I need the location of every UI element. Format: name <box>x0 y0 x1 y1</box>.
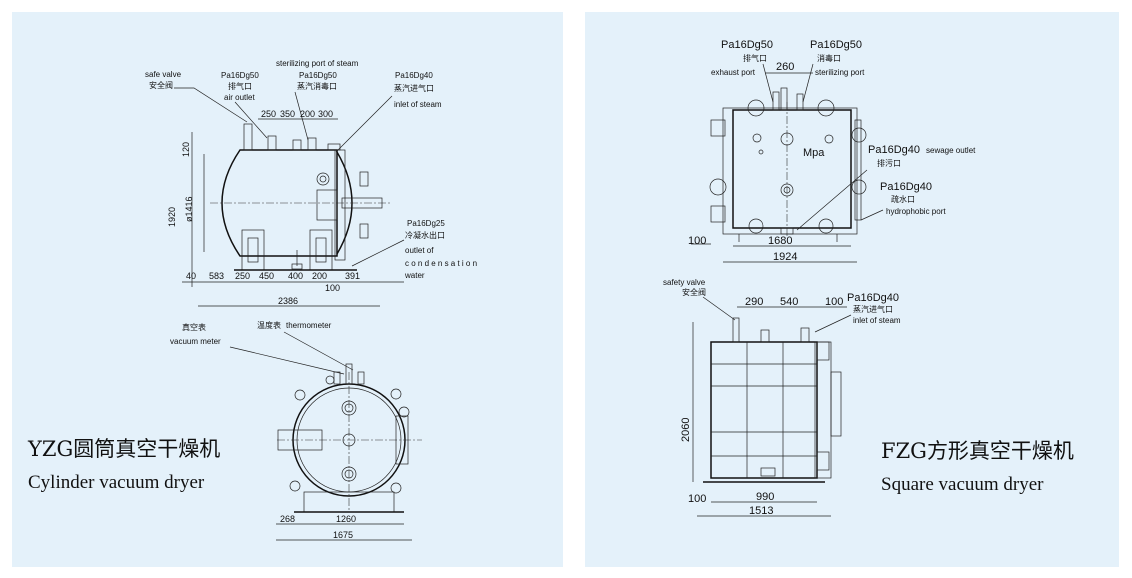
sewage-pa-label: Pa16Dg40 <box>868 144 920 156</box>
thermometer-cn-label: 温度表 <box>257 320 281 330</box>
cylinder-title-cn: YZG圆筒真空干燥机 <box>27 437 220 461</box>
condensate-pa-label: Pa16Dg25 <box>407 219 445 228</box>
dim-100-front: 100 <box>688 235 706 247</box>
sterilizing-port-label: sterilizing port of steam <box>276 59 359 68</box>
inlet-pa-label: Pa16Dg40 <box>847 292 899 304</box>
square-chamber <box>732 109 852 229</box>
dim-300: 300 <box>318 109 333 119</box>
safe-valve-cn-label: 安全阀 <box>149 80 173 90</box>
dim-100: 100 <box>325 283 340 293</box>
inlet-steam-label: inlet of steam <box>394 100 442 109</box>
dim-120: 120 <box>181 142 191 157</box>
air-outlet-label: air outlet <box>224 93 255 102</box>
exhaust-pa-label: Pa16Dg50 <box>221 71 259 80</box>
dim-1680: 1680 <box>768 235 792 247</box>
sterilizing-pa-label: Pa16Dg50 <box>810 39 862 51</box>
dim-250-bottom: 250 <box>235 271 250 281</box>
square-side-view <box>710 341 818 479</box>
dim-450: 450 <box>259 271 274 281</box>
dim-250-top: 250 <box>261 109 276 119</box>
dim-200-top: 200 <box>300 109 315 119</box>
drain-pa-label: Pa16Dg40 <box>880 181 932 193</box>
square-title-en: Square vacuum dryer <box>881 474 1044 495</box>
square-dryer-drawing: Pa16Dg50 排气口 exhaust port Pa16Dg50 消毒口 s… <box>663 39 1074 517</box>
dim-1513: 1513 <box>749 505 773 517</box>
safe-valve-label: safe valve <box>145 70 182 79</box>
condensation-label: c o n d e n s a t i o n <box>405 259 477 268</box>
cylinder-dryer-panel: safe valve 安全阀 Pa16Dg50 排气口 air outlet s… <box>12 12 563 567</box>
dim-100-bottom: 100 <box>688 493 706 505</box>
exhaust-cn-label: 排气口 <box>228 81 252 91</box>
square-dryer-panel: Pa16Dg50 排气口 exhaust port Pa16Dg50 消毒口 s… <box>585 12 1119 567</box>
inlet-steam-label: inlet of steam <box>853 316 901 325</box>
dim-200-bottom: 200 <box>312 271 327 281</box>
cylinder-body <box>221 149 338 257</box>
steam-inlet-pipe <box>341 197 383 209</box>
dim-290: 290 <box>745 296 763 308</box>
dim-100-side: 100 <box>825 296 843 308</box>
water-label: water <box>404 271 425 280</box>
thermometer <box>345 363 353 385</box>
square-title-cn: FZG方形真空干燥机 <box>881 439 1074 463</box>
dim-1675: 1675 <box>333 530 353 540</box>
hydrophobic-port-label: hydrophobic port <box>886 207 946 216</box>
dim-540: 540 <box>780 296 798 308</box>
dim-1924: 1924 <box>773 251 797 263</box>
drain-cn-label: 疏水口 <box>891 194 915 204</box>
dim-583: 583 <box>209 271 224 281</box>
sterilizing-port-label: sterilizing port <box>815 68 865 77</box>
outlet-of-label: outlet of <box>405 246 434 255</box>
mpa-label: Mpa <box>803 147 825 159</box>
sewage-outlet-label: sewage outlet <box>926 146 976 155</box>
condensate-cn-label: 冷凝水出口 <box>405 230 445 240</box>
inlet-cn-label: 蒸汽进气口 <box>853 304 893 314</box>
vacuum-meter <box>333 371 341 385</box>
inlet-pa-label: Pa16Dg40 <box>395 71 433 80</box>
safe-valve <box>243 123 253 151</box>
dim-1260: 1260 <box>336 514 356 524</box>
dim-268: 268 <box>280 514 295 524</box>
sterilizing-pa-label: Pa16Dg50 <box>299 71 337 80</box>
dim-1920: 1920 <box>167 207 177 227</box>
dim-350: 350 <box>280 109 295 119</box>
dim-391: 391 <box>345 271 360 281</box>
exhaust-cn-label: 排气口 <box>743 53 767 63</box>
exhaust-pa-label: Pa16Dg50 <box>721 39 773 51</box>
dim-40: 40 <box>186 271 196 281</box>
sterilizing-cn-label: 蒸汽消毒口 <box>297 81 337 91</box>
dim-400: 400 <box>288 271 303 281</box>
sewage-cn-label: 排污口 <box>877 158 901 168</box>
dim-260: 260 <box>776 61 794 73</box>
safety-valve-cn-label: 安全阀 <box>682 287 706 297</box>
vacuum-meter-label: vacuum meter <box>170 337 221 346</box>
dim-990: 990 <box>756 491 774 503</box>
vacuum-meter-cn-label: 真空表 <box>182 322 206 332</box>
inlet-cn-label: 蒸汽进气口 <box>394 83 434 93</box>
dim-1416: ø1416 <box>184 196 194 222</box>
dim-2060: 2060 <box>680 418 692 442</box>
safety-valve <box>732 317 740 343</box>
exhaust-port-label: exhaust port <box>711 68 756 77</box>
cylinder-title-en: Cylinder vacuum dryer <box>28 472 205 493</box>
dim-2386: 2386 <box>278 296 298 306</box>
cylinder-dryer-drawing: safe valve 安全阀 Pa16Dg50 排气口 air outlet s… <box>27 59 477 541</box>
sterilizing-cn-label: 消毒口 <box>817 53 841 63</box>
safety-valve-label: safety valve <box>663 278 706 287</box>
thermometer-label: thermometer <box>286 321 332 330</box>
